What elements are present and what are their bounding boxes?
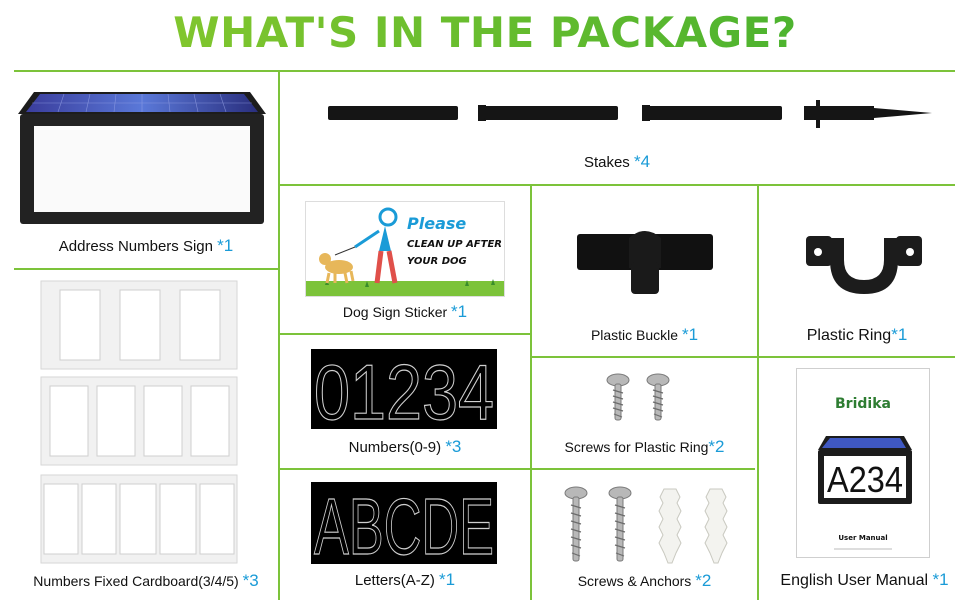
sticker-line-3: YOUR DOG [407,256,467,267]
stakes-qty: *4 [633,152,651,171]
plastic-buckle-image [577,231,713,294]
screws-ring-label: Screws for Plastic Ring [564,439,709,455]
divider [279,333,531,335]
divider [530,184,532,600]
divider [14,268,278,270]
stakes-image [328,100,932,128]
screws-anchors-label: Screws & Anchors [577,573,692,589]
address-sign-caption: Address Numbers Sign *1 [14,236,278,256]
plastic-ring-qty: *1 [891,325,908,344]
manual-cover-title: User Manual [838,534,887,542]
manual-label: English User Manual [780,572,929,589]
numbers-digits: 01234 [314,349,494,429]
screws-ring-caption: Screws for Plastic Ring*2 [531,437,758,457]
page-title: WHAT'S IN THE PACKAGE? [0,8,970,57]
letters-image: ABCDE [311,482,497,564]
stakes-label: Stakes [583,154,630,171]
plastic-ring-image [806,236,922,294]
cardboard-caption: Numbers Fixed Cardboard(3/4/5) *3 [14,571,278,591]
letters-caption: Letters(A-Z) *1 [279,570,531,590]
numbers-qty: *3 [445,437,462,456]
plastic-buckle-label: Plastic Buckle [590,327,679,343]
screws-ring-qty: *2 [708,437,725,456]
letters-qty: *1 [439,570,456,589]
screws-ring-image [606,373,670,421]
address-sign-qty: *1 [217,236,234,255]
dog-sticker-label: Dog Sign Sticker [342,304,448,320]
manual-brand: Bridika [835,396,891,412]
screws-anchors-qty: *2 [695,571,712,590]
letters-label: Letters(A-Z) [354,572,435,589]
divider [757,184,759,600]
numbers-image: 01234 [311,349,497,429]
divider [531,356,955,358]
dog-sticker-qty: *1 [451,302,468,321]
divider [279,184,955,186]
plastic-ring-label: Plastic Ring [806,327,892,344]
numbers-label: Numbers(0-9) [348,439,442,456]
dog-sticker-image: Please CLEAN UP AFTER YOUR DOG [305,201,505,297]
plastic-ring-caption: Plastic Ring*1 [759,325,955,345]
divider [278,70,280,600]
manual-qty: *1 [932,570,949,589]
sticker-line-1: Please [407,214,466,233]
manual-caption: English User Manual *1 [759,570,970,590]
letters-sample: ABCDE [314,482,494,564]
address-sign-label: Address Numbers Sign [58,238,213,255]
divider [279,468,755,470]
address-sign-image [18,92,266,224]
plastic-buckle-caption: Plastic Buckle *1 [531,325,758,345]
numbers-caption: Numbers(0-9) *3 [279,437,531,457]
cardboard-qty: *3 [242,571,259,590]
cardboard-label: Numbers Fixed Cardboard(3/4/5) [33,573,239,589]
plastic-buckle-qty: *1 [681,325,699,344]
stakes-caption: Stakes *4 [279,152,955,172]
divider [14,70,955,72]
cardboard-image [40,280,238,564]
manual-image: Bridika A234 User Manual [796,368,930,558]
sticker-line-2: CLEAN UP AFTER [407,239,502,250]
dog-sticker-caption: Dog Sign Sticker *1 [279,302,531,322]
screws-anchors-image [564,486,728,564]
screws-anchors-caption: Screws & Anchors *2 [531,571,758,591]
manual-sample-number: A234 [827,459,903,500]
